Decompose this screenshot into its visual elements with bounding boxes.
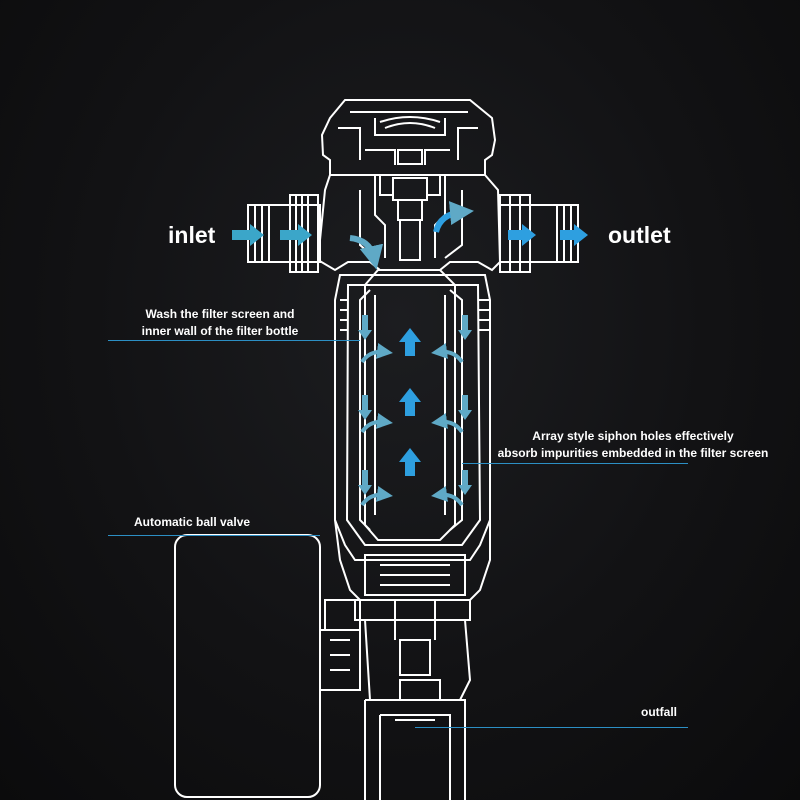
siphon-arrow-l2 bbox=[360, 413, 393, 434]
filter-bottle bbox=[334, 274, 491, 561]
siphon-arrow-r2 bbox=[431, 413, 464, 434]
wash-callout-line1: Wash the filter screen and bbox=[145, 307, 295, 321]
inlet-flow-arrows bbox=[232, 224, 312, 246]
down-arrow-r2 bbox=[458, 395, 472, 420]
inlet-curve-arrow bbox=[349, 235, 384, 270]
inlet-arrow-2 bbox=[280, 224, 312, 246]
siphon-callout-text: Array style siphon holes effectively abs… bbox=[488, 428, 778, 462]
siphon-arrow-l3 bbox=[360, 486, 393, 507]
outlet-label: outlet bbox=[608, 222, 671, 248]
downward-flow-arrows bbox=[358, 315, 472, 495]
top-cap bbox=[320, 99, 497, 176]
down-arrow-r1 bbox=[458, 315, 472, 340]
down-arrow-l2 bbox=[358, 395, 372, 420]
outfall-callout-line bbox=[415, 727, 688, 728]
down-arrow-r3 bbox=[458, 470, 472, 495]
wash-callout-text: Wash the filter screen and inner wall of… bbox=[140, 306, 300, 340]
down-arrow-l3 bbox=[358, 470, 372, 495]
siphon-arrow-r3 bbox=[431, 486, 464, 507]
down-arrow-l1 bbox=[358, 315, 372, 340]
up-arrow-2 bbox=[399, 388, 421, 416]
outlet-arrow-2 bbox=[560, 224, 588, 246]
siphon-callout-line bbox=[462, 463, 688, 464]
wash-callout-line bbox=[108, 340, 360, 341]
outlet-flow-arrows bbox=[508, 224, 588, 246]
siphon-curve-arrows bbox=[360, 343, 464, 507]
ball-valve-callout-line bbox=[108, 535, 320, 536]
siphon-arrow-r1 bbox=[431, 343, 464, 364]
outfall-pipe bbox=[364, 699, 466, 800]
wash-callout-line2: inner wall of the filter bottle bbox=[141, 324, 299, 338]
outfall-label: outfall bbox=[641, 705, 677, 719]
outlet-curve-arrow bbox=[433, 201, 474, 233]
siphon-callout-line2: absorb impurities embedded in the filter… bbox=[497, 446, 769, 460]
up-arrow-1 bbox=[399, 328, 421, 356]
head-curve-arrows bbox=[349, 201, 474, 270]
siphon-arrow-l1 bbox=[360, 343, 393, 364]
inlet-arrow-1 bbox=[232, 224, 264, 246]
outlet-arrow-1 bbox=[508, 224, 536, 246]
valve-head bbox=[316, 174, 502, 272]
ball-valve-label: Automatic ball valve bbox=[134, 515, 251, 529]
ball-valve-box bbox=[174, 534, 321, 798]
up-arrow-3 bbox=[399, 448, 421, 476]
siphon-callout-line1: Array style siphon holes effectively bbox=[532, 429, 734, 443]
inlet-label: inlet bbox=[168, 222, 216, 248]
upward-flow-arrows bbox=[399, 328, 421, 476]
